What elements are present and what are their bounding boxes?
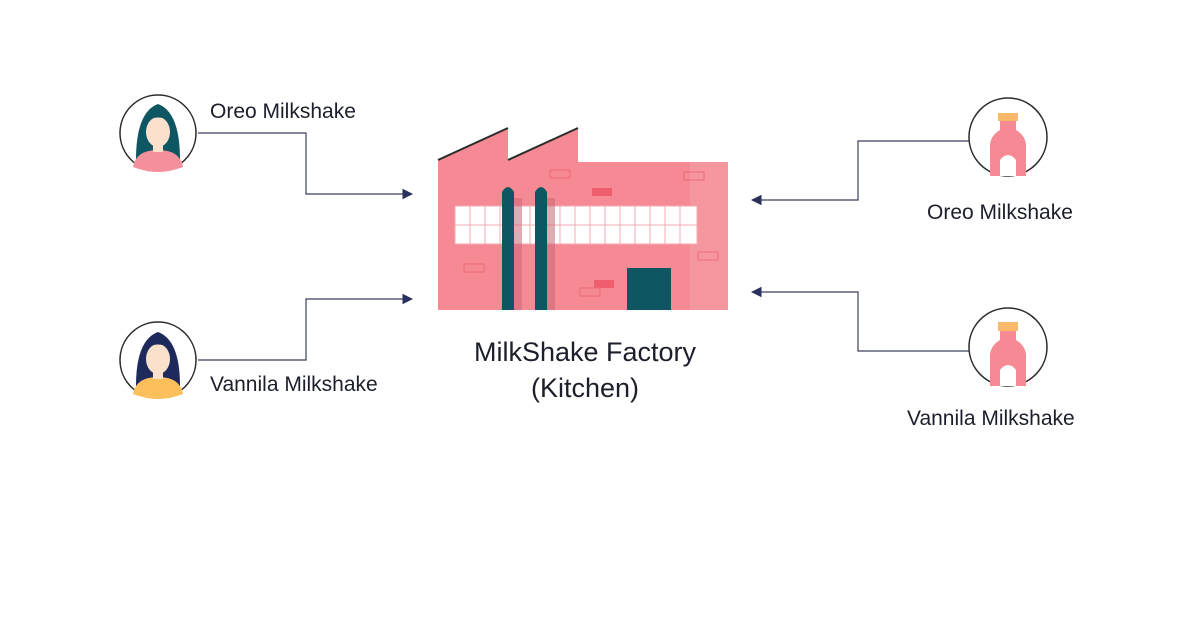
factory-icon [437, 127, 728, 310]
milkshake-bottle-icon [968, 307, 1048, 387]
connector-vanilla-customer-to-factory [198, 293, 414, 361]
woman-avatar-icon [119, 321, 197, 399]
product-oreo-label: Oreo Milkshake [927, 201, 1073, 224]
connector-vanilla-product-to-factory [750, 286, 970, 352]
woman-avatar-icon [119, 94, 197, 172]
factory-title: MilkShake Factory (Kitchen) [440, 334, 730, 406]
factory-door [627, 268, 671, 310]
customer-oreo-label: Oreo Milkshake [210, 100, 356, 123]
connector-oreo-product-to-factory [750, 140, 970, 206]
factory-pipe-icon [502, 187, 555, 310]
milkshake-bottle-icon [968, 97, 1048, 177]
product-vanilla-label: Vannila Milkshake [907, 407, 1075, 430]
factory-window-band [454, 205, 698, 245]
factory-title-line2: (Kitchen) [530, 373, 640, 403]
connector-oreo-customer-to-factory [198, 132, 414, 200]
customer-vanilla-label: Vannila Milkshake [210, 373, 378, 396]
factory-title-line1: MilkShake Factory [473, 337, 697, 367]
